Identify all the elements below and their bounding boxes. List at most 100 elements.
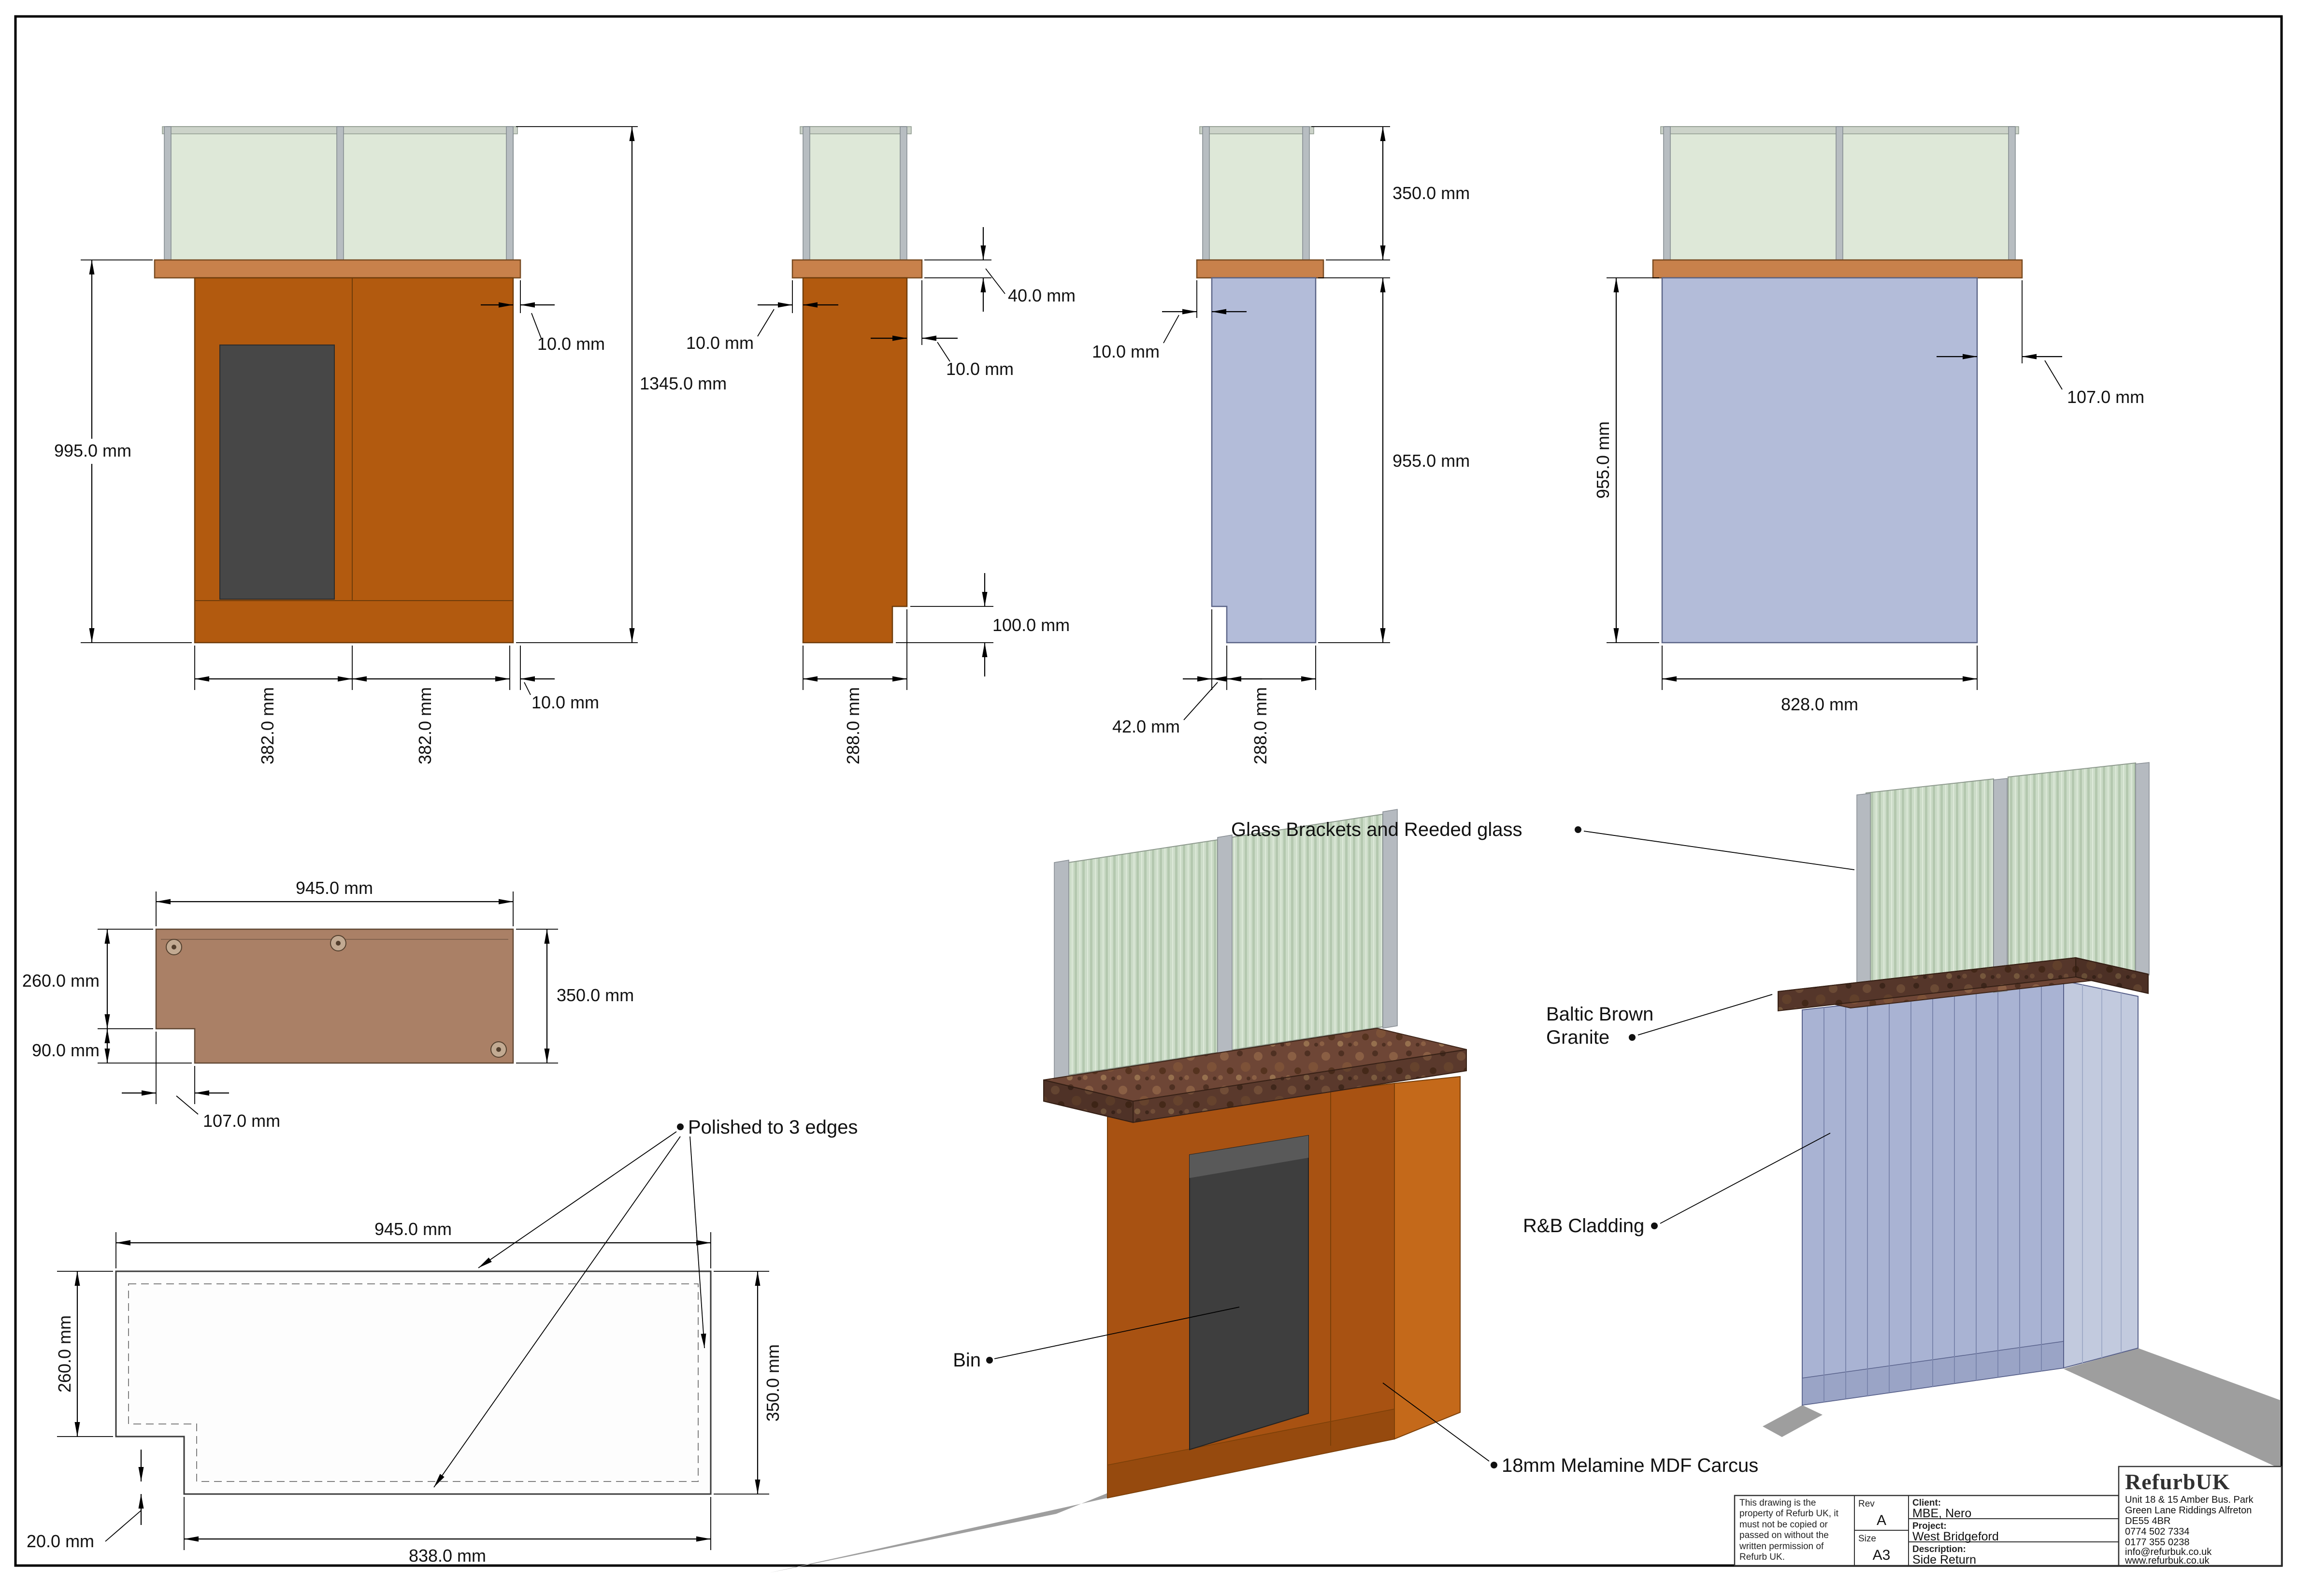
bin-opening bbox=[219, 345, 335, 600]
cladding-board-lines bbox=[1823, 983, 2042, 1402]
dim-plancarcass-depth-full: 350.0 mm bbox=[714, 1271, 783, 1495]
dim-sidea-right-overhang: 10.0 mm bbox=[871, 280, 1014, 379]
cabinet-rear bbox=[1661, 277, 1978, 644]
dim-sidea-depth: 288.0 mm bbox=[803, 609, 907, 764]
cladding-board-lines-side bbox=[2082, 985, 2122, 1363]
glass-post bbox=[506, 126, 514, 260]
dim-front-bottom: 382.0 mm 382.0 mm 10.0 mm bbox=[194, 646, 599, 764]
dim-label: 1345.0 mm bbox=[640, 374, 727, 393]
rear-elevation-view: 955.0 mm 107.0 mm 828.0 mm bbox=[1593, 126, 2144, 714]
dim-label: 350.0 mm bbox=[763, 1344, 783, 1422]
dim-label: 828.0 mm bbox=[1781, 694, 1858, 714]
carcass-side-face bbox=[1394, 1076, 1461, 1440]
company-logo: RefurbUK bbox=[2125, 1469, 2230, 1494]
dim-rear-body-height: 955.0 mm bbox=[1593, 277, 1659, 643]
reeded-glass-panel bbox=[2008, 762, 2136, 991]
front-elevation-view: 995.0 mm 1345.0 mm 10.0 mm 382.0 mm 382.… bbox=[43, 126, 727, 764]
glass-post bbox=[1217, 834, 1233, 1054]
address-line: 0774 502 7334 bbox=[2125, 1526, 2189, 1537]
note-polished-edges: Polished to 3 edges bbox=[433, 1117, 858, 1488]
note-bullet bbox=[1651, 1222, 1658, 1229]
dim-label: 20.0 mm bbox=[27, 1531, 94, 1551]
dim-sideb-depth: 288.0 mm bbox=[1211, 609, 1316, 764]
glass-post bbox=[1856, 793, 1871, 1008]
note-label: R&B Cladding bbox=[1523, 1215, 1644, 1237]
note-glass-brackets: Glass Brackets and Reeded glass bbox=[1231, 819, 1855, 870]
glass-post bbox=[1663, 126, 1671, 260]
glass-panel bbox=[804, 126, 906, 260]
dim-front-top-overhang: 10.0 mm bbox=[481, 280, 605, 354]
description-label: Description: bbox=[1912, 1544, 1966, 1554]
dim-label: 10.0 mm bbox=[531, 692, 599, 712]
glass-post bbox=[1302, 126, 1310, 260]
dim-label: 10.0 mm bbox=[686, 333, 754, 353]
dim-label: 995.0 mm bbox=[54, 441, 131, 460]
worktop bbox=[154, 259, 521, 279]
address-line: www.refurbuk.co.uk bbox=[2125, 1555, 2210, 1566]
title-block: This drawing is the property of Refurb U… bbox=[1734, 1466, 2283, 1567]
glass-top-rail bbox=[800, 126, 912, 134]
dim-sideb-glass-height: 350.0 mm bbox=[1311, 126, 1470, 260]
side-elevation-a-view: 10.0 mm 40.0 mm 10.0 mm 100.0 mm bbox=[686, 126, 1076, 764]
dim-front-height: 995.0 mm bbox=[43, 259, 192, 643]
sheet-border bbox=[14, 15, 2283, 1567]
carcass-plan-outline bbox=[115, 1270, 712, 1495]
dim-label: 955.0 mm bbox=[1593, 421, 1613, 499]
reeded-glass-panel bbox=[1065, 839, 1218, 1077]
dim-rear-width: 828.0 mm bbox=[1662, 646, 1978, 714]
size-label: Size bbox=[1858, 1534, 1876, 1544]
bin-recess bbox=[1189, 1135, 1309, 1451]
dim-label: 260.0 mm bbox=[22, 971, 100, 991]
note-bullet bbox=[1575, 826, 1581, 833]
note-label: Glass Brackets and Reeded glass bbox=[1231, 819, 1522, 840]
project-label: Project: bbox=[1912, 1521, 1947, 1531]
dim-label: 288.0 mm bbox=[1250, 687, 1270, 764]
glass-post bbox=[1382, 809, 1398, 1029]
glass-post bbox=[336, 126, 344, 260]
worktop bbox=[791, 259, 923, 279]
note-label: Granite bbox=[1546, 1027, 1609, 1048]
dim-plancarcass-bottom-width: 838.0 mm bbox=[184, 1497, 711, 1566]
cabinet-side bbox=[802, 277, 908, 644]
dim-label: 107.0 mm bbox=[203, 1111, 280, 1131]
dim-sidea-plinth: 100.0 mm bbox=[896, 573, 1070, 676]
plan-carcass-view: 945.0 mm 260.0 mm 350.0 mm 838.0 mm 20.0… bbox=[27, 1117, 858, 1566]
dim-sideb-left-overhang: 10.0 mm bbox=[1092, 280, 1247, 361]
dim-label: 382.0 mm bbox=[415, 687, 435, 764]
dim-label: 945.0 mm bbox=[296, 878, 373, 898]
dim-label: 10.0 mm bbox=[1092, 342, 1160, 361]
glass-post bbox=[164, 126, 172, 260]
dim-sideb-body-height: 955.0 mm bbox=[1318, 277, 1470, 643]
dim-label: 260.0 mm bbox=[55, 1315, 74, 1393]
granite-edge bbox=[1133, 1049, 1467, 1123]
project-value: West Bridgeford bbox=[1912, 1530, 1999, 1543]
dim-plancarcass-depth-upper: 260.0 mm bbox=[55, 1271, 113, 1437]
address-line: info@refurbuk.co.uk bbox=[2125, 1547, 2212, 1557]
rev-label: Rev bbox=[1858, 1499, 1875, 1509]
dim-plancarcass-width: 945.0 mm bbox=[115, 1219, 711, 1268]
note-bullet bbox=[1491, 1462, 1497, 1468]
reeded-glass-panel bbox=[1231, 813, 1383, 1051]
glass-panel bbox=[1204, 126, 1309, 260]
address-line: 0177 355 0238 bbox=[2125, 1537, 2189, 1548]
glass-post bbox=[1202, 126, 1210, 260]
dim-label: 350.0 mm bbox=[1393, 183, 1470, 203]
dim-plancarcass-edge-offset: 20.0 mm bbox=[27, 1450, 144, 1551]
dim-label: 10.0 mm bbox=[946, 359, 1014, 379]
note-label: Polished to 3 edges bbox=[688, 1117, 858, 1138]
note-bullet bbox=[677, 1123, 684, 1130]
dim-label: 838.0 mm bbox=[409, 1546, 486, 1566]
logo-box bbox=[2118, 1466, 2283, 1567]
dim-label: 382.0 mm bbox=[258, 687, 277, 764]
glass-post bbox=[2008, 126, 2016, 260]
worktop bbox=[1196, 259, 1324, 279]
note-bullet bbox=[986, 1357, 993, 1364]
glass-post bbox=[1836, 126, 1843, 260]
dim-label: 107.0 mm bbox=[2067, 387, 2144, 407]
dim-label: 288.0 mm bbox=[843, 687, 863, 764]
dim-sideb-notch: 42.0 mm bbox=[1112, 646, 1262, 736]
dim-label: 945.0 mm bbox=[374, 1219, 452, 1239]
dim-planworktop-notch-width: 107.0 mm bbox=[122, 1032, 280, 1131]
